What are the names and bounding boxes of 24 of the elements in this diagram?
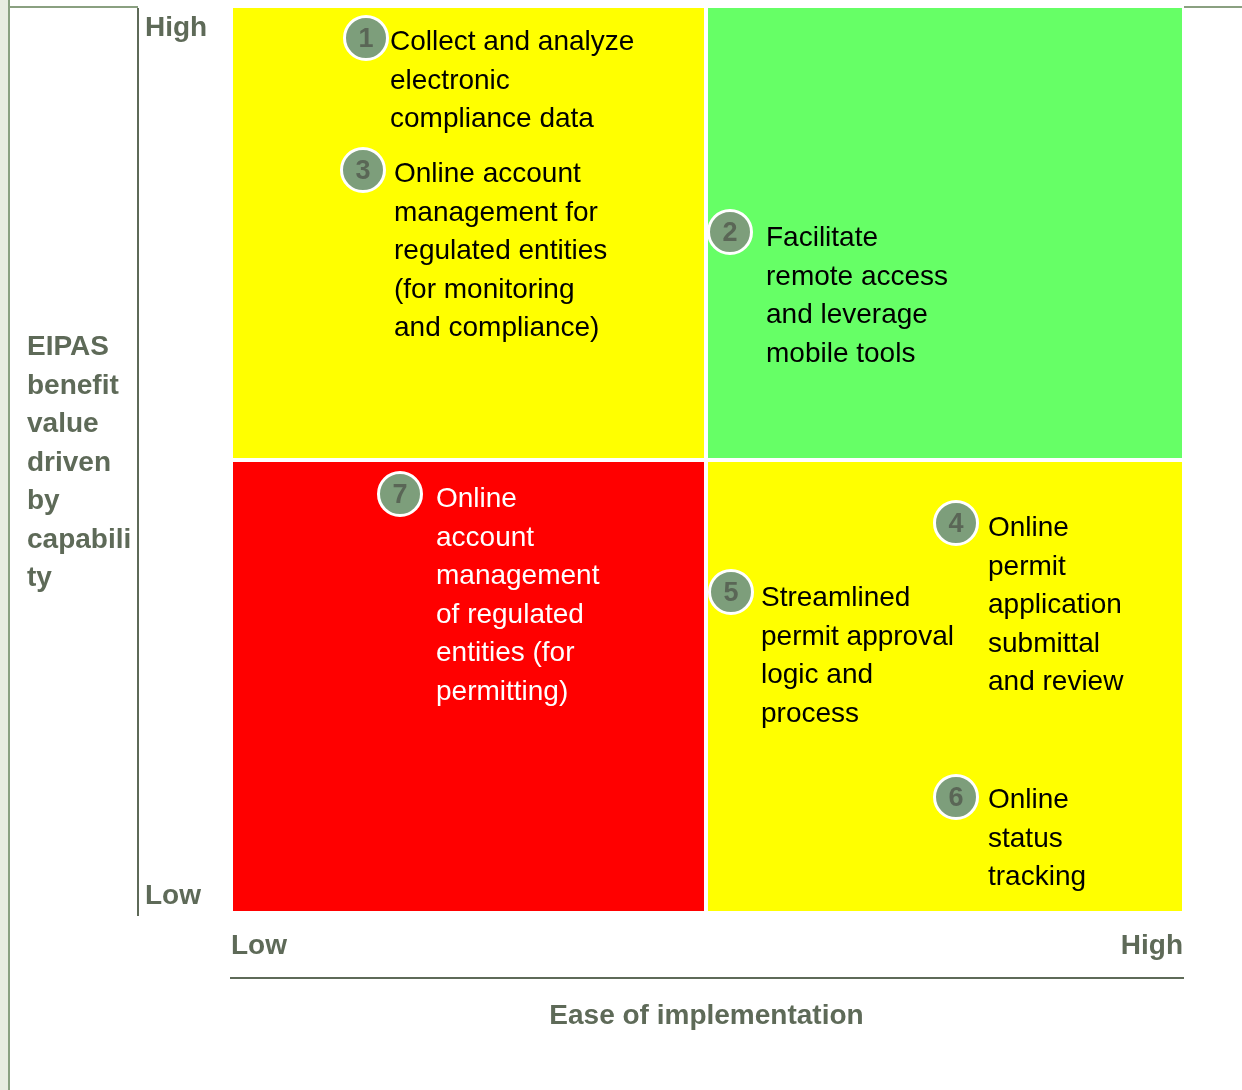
- item-description: Collect and analyze electronic compliance data: [390, 24, 636, 135]
- axis-title: Ease of implementation: [548, 998, 865, 1032]
- number-badge: 3: [340, 147, 386, 193]
- item-description: Streamlined permit approval logic and process: [761, 580, 955, 730]
- quadrant-box: [233, 8, 704, 458]
- quadrant-box: [708, 8, 1182, 458]
- item-description: Online status tracking: [988, 782, 1088, 893]
- axis-tick-label: Low: [231, 928, 287, 962]
- number-badge: 1: [343, 15, 389, 61]
- number-badge: 6: [933, 774, 979, 820]
- axis-tick-label: High: [1120, 928, 1183, 962]
- axis-tick-label: High: [145, 10, 208, 44]
- number-badge: 4: [933, 500, 979, 546]
- item-description: Facilitate remote access and leverage mobile tools: [766, 220, 950, 370]
- item-description: Online permit application submittal and review: [988, 510, 1125, 698]
- quadrant-box: [708, 462, 1182, 911]
- number-badge: 2: [707, 209, 753, 255]
- quadrant-box: [233, 462, 704, 911]
- axis-tick-label: Low: [145, 878, 201, 912]
- axis-title: EIPAS benefit value driven by capability: [27, 329, 133, 594]
- number-badge: 7: [377, 471, 423, 517]
- item-description: Online account management of regulated entities (for permitting): [436, 481, 601, 708]
- number-badge: 5: [708, 569, 754, 615]
- item-description: Online account management for regulated entities (for monitoring and compliance): [394, 156, 609, 344]
